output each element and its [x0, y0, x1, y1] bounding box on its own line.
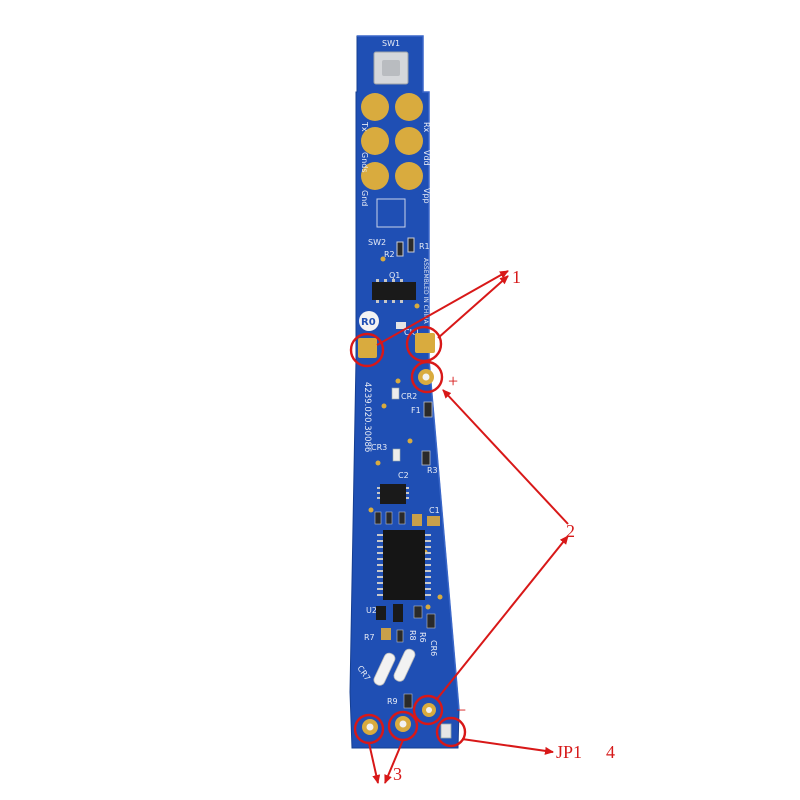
white-diodes: [373, 648, 416, 686]
cr2-label: CR2: [401, 392, 417, 401]
r7-label: R7: [364, 633, 375, 642]
assembled-label: ASSEMBLED IN CHINA: [422, 258, 429, 325]
r0-label: R0: [361, 317, 376, 328]
jp1-jumper: [440, 723, 452, 739]
tx-label: Tx: [360, 121, 369, 132]
r1-label: R1: [419, 242, 430, 251]
callout-1: 1: [512, 267, 521, 287]
ring-plus-pad: [410, 360, 444, 394]
sw2-label: SW2: [368, 238, 386, 247]
battery-pad-right: [415, 333, 435, 353]
jp1-label: JP1: [556, 742, 582, 762]
gnd-label: Gnd: [360, 190, 369, 206]
r8-label: R8: [408, 630, 417, 641]
battery-pad-left: [358, 338, 377, 358]
main-ic: [383, 530, 425, 600]
ring-minus-pad: [412, 694, 444, 726]
callout-3: 3: [393, 764, 402, 784]
r2-label: R2: [384, 250, 395, 259]
vdd-label: Vdd: [422, 150, 431, 166]
r9-label: R9: [387, 697, 398, 706]
sw1-label: SW1: [382, 39, 400, 48]
minus-label: −: [456, 700, 466, 720]
rx-label: Rx: [422, 122, 431, 133]
c2-label: C2: [398, 471, 409, 480]
sw2-footprint: [376, 198, 406, 228]
plus-label: +: [448, 371, 458, 391]
vpp-label: Vpp: [422, 188, 431, 204]
c1-label: C1: [429, 506, 440, 515]
cr3-label: CR3: [371, 443, 387, 452]
gnds-label: Gnds: [360, 152, 369, 173]
cr6-label: CR6: [429, 640, 438, 656]
callout-2: 2: [566, 521, 575, 541]
q1-chip: [372, 282, 416, 300]
q1-label: Q1: [389, 271, 400, 280]
header-pads: [361, 93, 423, 190]
ring-jp1: [435, 716, 467, 748]
u2-label: U2: [366, 606, 377, 615]
jp1-number: 4: [606, 742, 615, 762]
part-number: 4239.020.30086: [362, 382, 372, 452]
r6-label: R6: [418, 632, 427, 643]
ring-battery-right: [405, 325, 443, 363]
annotation-layer: 1 2 + − 3 JP1 4: [349, 267, 615, 784]
small-ic: [380, 484, 406, 504]
ring-battery-left: [349, 332, 385, 368]
f1-label: F1: [411, 406, 421, 415]
r3-label: R3: [427, 466, 438, 475]
